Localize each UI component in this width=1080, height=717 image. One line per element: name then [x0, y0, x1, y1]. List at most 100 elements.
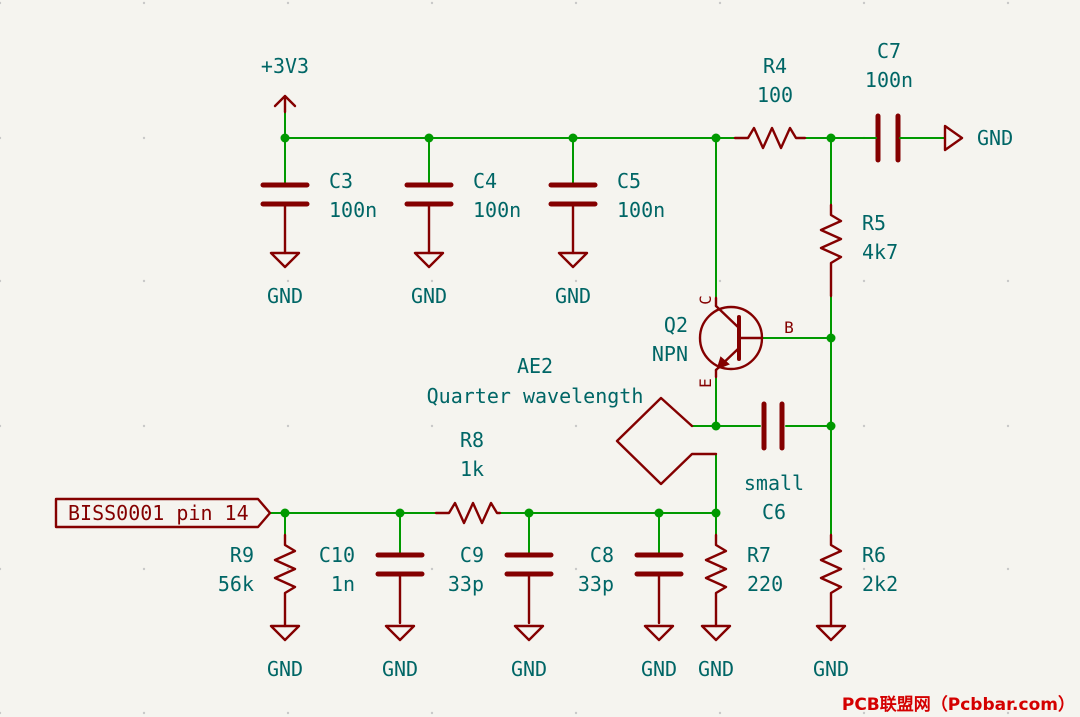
c9-ref: C9 — [460, 543, 484, 567]
resistor-r8[interactable]: R8 1k — [434, 428, 502, 525]
gnd-symbol[interactable]: GND — [813, 624, 849, 681]
wires — [269, 111, 946, 556]
resistor-r4[interactable]: R4 100 — [733, 54, 807, 150]
gnd-label: GND — [267, 657, 303, 681]
q2-value: NPN — [652, 342, 688, 366]
gnd-symbol[interactable]: GND — [511, 624, 547, 681]
r7-value: 220 — [747, 572, 783, 596]
net-label-biss0001[interactable]: BISS0001 pin 14 — [54, 497, 272, 529]
ground-icon — [643, 624, 675, 642]
ground-symbols: GND GND GND GND GND GND GND GND GND — [267, 251, 849, 681]
gnd-symbol[interactable]: GND — [555, 251, 591, 308]
junction — [711, 421, 721, 431]
capacitor-c10[interactable] — [375, 552, 425, 625]
c5-ref: C5 — [617, 169, 641, 193]
gnd-symbol[interactable]: GND — [382, 624, 418, 681]
grid-dot — [0, 279, 2, 283]
junctions — [280, 133, 836, 518]
r6-zigzag — [819, 533, 843, 628]
c3-ref: C3 — [329, 169, 353, 193]
ae2-ref: AE2 — [517, 354, 553, 378]
grid-dot — [0, 136, 2, 140]
grid-dot — [142, 1, 146, 5]
r9-zigzag — [273, 533, 297, 628]
c3-value: 100n — [329, 198, 377, 222]
r6-value: 2k2 — [862, 572, 898, 596]
c4-ref: C4 — [473, 169, 497, 193]
grid-dot — [862, 1, 866, 5]
gnd-label: GND — [555, 284, 591, 308]
c9-value: 33p — [448, 572, 484, 596]
ground-icon — [384, 624, 416, 642]
r6-ref: R6 — [862, 543, 886, 567]
capacitor-c4[interactable] — [404, 182, 454, 255]
ground-icon — [815, 624, 847, 642]
junction — [711, 133, 721, 143]
capacitor-c6[interactable]: small C6 — [744, 401, 804, 524]
resistor-r8-zigzag — [434, 501, 502, 525]
gnd-c7-label: GND — [977, 126, 1013, 150]
resistor-r9[interactable] — [273, 533, 297, 628]
r5-zigzag — [819, 203, 843, 298]
antenna-ae2[interactable]: AE2 Quarter wavelength — [427, 354, 718, 486]
gnd-symbol[interactable]: GND — [641, 624, 677, 681]
gnd-label: GND — [698, 657, 734, 681]
ae2-value: Quarter wavelength — [427, 384, 644, 408]
capacitor-c8[interactable] — [634, 552, 684, 625]
grid-dot — [430, 424, 434, 428]
transistor-q2[interactable]: C E B Q2 NPN — [652, 295, 794, 388]
junction — [280, 133, 290, 143]
capacitor-c7[interactable]: C7 100n — [864, 39, 913, 163]
resistor-r5[interactable] — [819, 203, 843, 298]
watermark-text: PCB联盟网（Pcbbar.com） — [842, 694, 1075, 715]
grid-dot — [286, 424, 290, 428]
resistor-r6[interactable] — [819, 533, 843, 628]
grid-dot — [1006, 1, 1010, 5]
gnd-symbol[interactable]: GND — [698, 624, 734, 681]
capacitor-c5[interactable] — [548, 182, 598, 255]
resistor-r7[interactable] — [704, 533, 728, 628]
grid-dot — [142, 424, 146, 428]
r5-ref: R5 — [862, 211, 886, 235]
grid-dot — [1006, 424, 1010, 428]
grid-dot — [862, 424, 866, 428]
gnd-symbol[interactable]: GND — [411, 251, 447, 308]
grid-dot — [1006, 567, 1010, 571]
gnd-label: GND — [511, 657, 547, 681]
junction — [568, 133, 578, 143]
r4-ref: R4 — [763, 54, 787, 78]
grid-dot — [286, 711, 290, 715]
capacitor-c9[interactable] — [504, 552, 554, 625]
resistor-r4-zigzag — [733, 126, 807, 150]
grid-dot — [718, 1, 722, 5]
grid-dot — [718, 279, 722, 283]
ground-icon — [513, 624, 545, 642]
power-3v3-symbol[interactable]: +3V3 — [261, 54, 309, 114]
gnd-symbol[interactable]: GND — [267, 624, 303, 681]
net-label-text: BISS0001 pin 14 — [68, 501, 249, 525]
grid-dot — [0, 711, 2, 715]
ground-icon — [269, 251, 301, 269]
grid-dot — [1006, 136, 1010, 140]
c5-value: 100n — [617, 198, 665, 222]
ground-icon — [557, 251, 589, 269]
c6-ref: C6 — [762, 500, 786, 524]
gnd-label: GND — [267, 284, 303, 308]
grid-dots — [0, 1, 1010, 715]
junction — [280, 508, 290, 518]
vertical-resistors — [273, 203, 843, 628]
grid-dot — [862, 279, 866, 283]
ground-icon — [413, 251, 445, 269]
grid-dot — [574, 711, 578, 715]
q2-collector-lead — [714, 304, 741, 330]
c7-ref: C7 — [877, 39, 901, 63]
grid-dot — [574, 424, 578, 428]
capacitor-c3[interactable] — [260, 182, 310, 255]
gnd-symbol[interactable]: GND — [267, 251, 303, 308]
grid-dot — [430, 1, 434, 5]
grid-dot — [142, 279, 146, 283]
r8-ref: R8 — [460, 428, 484, 452]
junction — [424, 133, 434, 143]
ground-icon — [700, 624, 732, 642]
gnd-c7-symbol[interactable]: GND — [943, 124, 1013, 152]
